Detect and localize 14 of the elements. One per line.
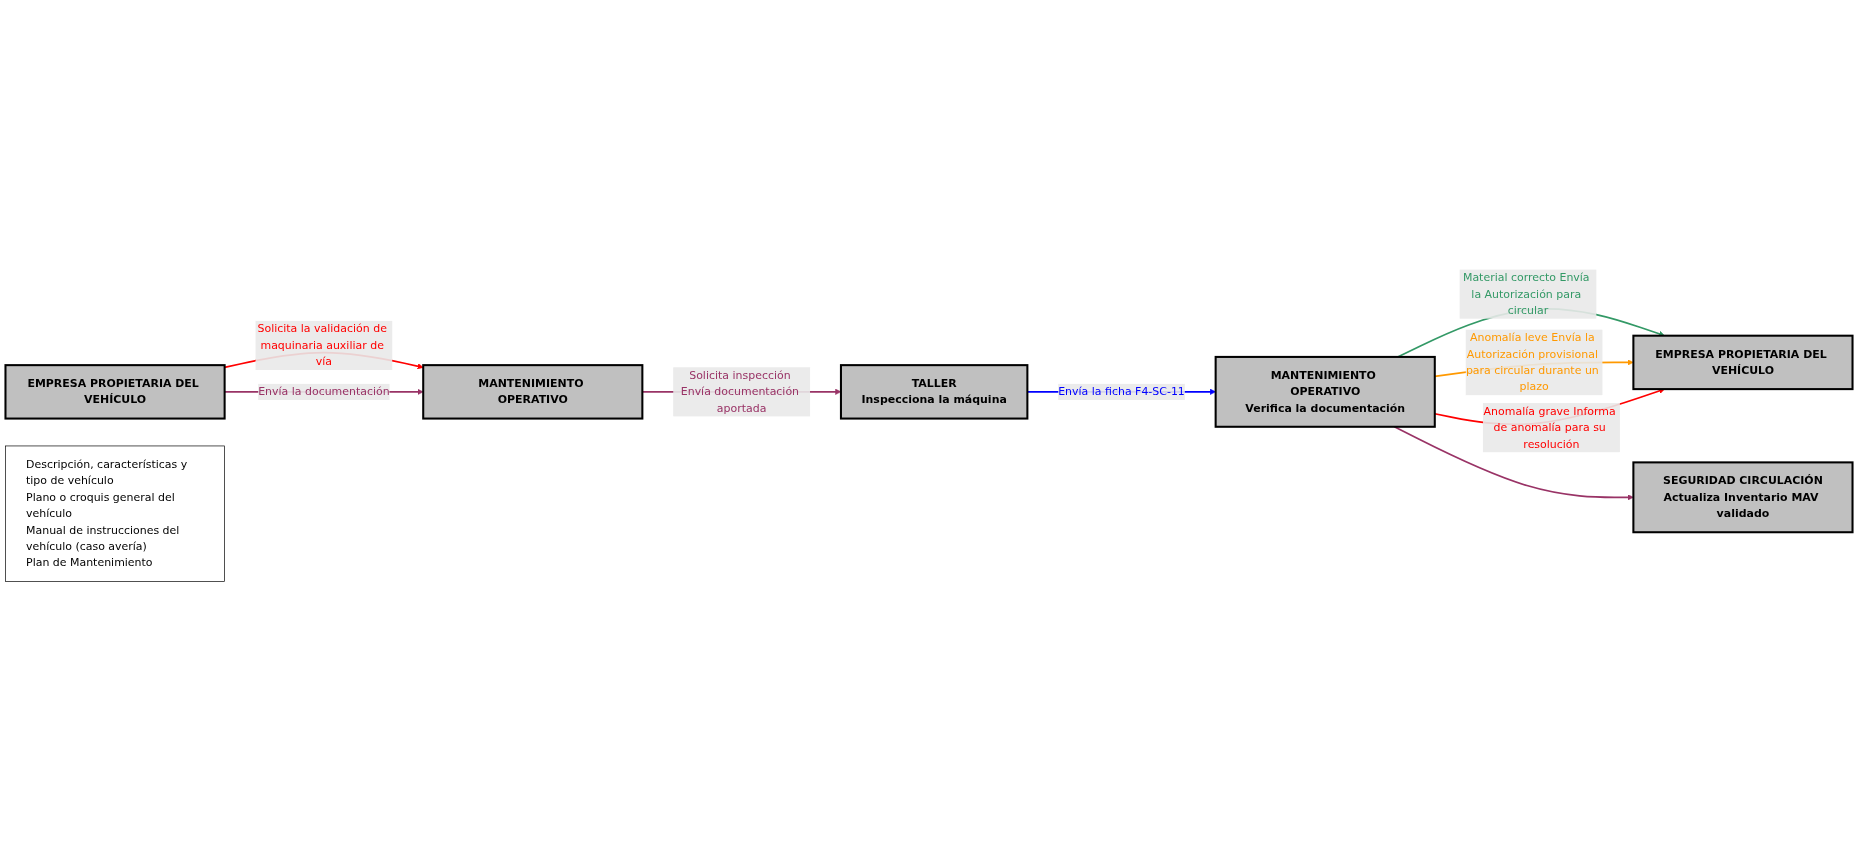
edge-label: Anomalía grave Informa de anomalía para su resolución [1483,404,1616,451]
edge-label: Envía la documentación [258,385,390,399]
edge-label: Solicita inspección Envía documentación aportada [680,368,800,415]
node-box: TALLER Inspecciona la máquina [839,364,1029,420]
node-box: EMPRESA PROPIETARIA DEL VEHÍCULO [1632,334,1854,391]
edge-label: Anomalía leve Envía la Autorización provisional para circular durante un plazo [1465,330,1599,394]
edge-label: Envía la ficha F4-SC-11 [1058,385,1185,399]
edge-label: Material correcto Envía la Autorización para circular [1462,270,1590,317]
edge-label: Solicita la validación de maquinaria auxiliar de vía [257,322,387,368]
node-box: EMPRESA PROPIETARIA DEL VEHÍCULO [4,364,226,420]
node-box: Descripción, características y tipo de vehículo Plano o croquis general del vehículo Manual de instrucciones del vehículo (caso avería) Plan de Mantenimiento [5,445,225,582]
node-box: MANTENIMIENTO OPERATIVO Verifica la documentación [1214,355,1436,428]
node-box: MANTENIMIENTO OPERATIVO [422,364,644,420]
node-box: SEGURIDAD CIRCULACIÓN Actualiza Inventario MAV validado [1632,461,1854,534]
